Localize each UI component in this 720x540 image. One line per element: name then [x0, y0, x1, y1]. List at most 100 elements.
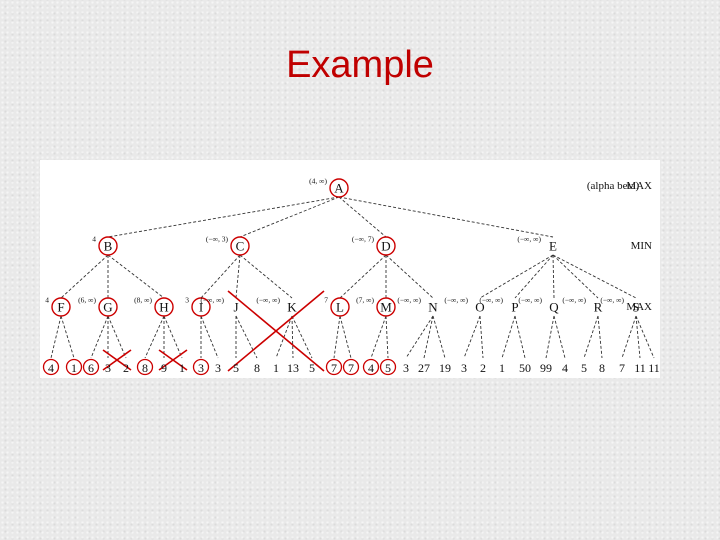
- leaf-27: 4: [562, 361, 568, 375]
- leaf-14-value: 5: [309, 361, 315, 375]
- node-o: O (−∞, ∞): [444, 296, 484, 315]
- edge-l-leaf-16: [339, 315, 352, 359]
- leaf-15-value: 7: [331, 361, 337, 375]
- node-f-bounds: 4: [45, 296, 49, 305]
- node-c-label: C: [236, 239, 245, 254]
- leaf-23-value: 2: [480, 361, 486, 375]
- edge-k-leaf-14: [291, 315, 313, 359]
- leaf-19-value: 3: [403, 361, 409, 375]
- leaf-21-value: 19: [439, 361, 451, 375]
- edge-a-b: [107, 196, 340, 238]
- edge-e-o: [479, 254, 554, 299]
- node-f-circle: [51, 297, 71, 317]
- node-g-circle: [98, 297, 118, 317]
- leaf-30: 7: [619, 361, 625, 375]
- leaf-2-circle: [82, 358, 100, 376]
- node-g-label: G: [103, 300, 112, 315]
- leaf-4-value: 2: [123, 361, 129, 375]
- edge-q-leaf-27: [553, 315, 566, 359]
- node-g: G (6, ∞): [78, 296, 118, 317]
- edge-r-leaf-29: [597, 315, 603, 359]
- leaf-10: 5: [233, 361, 239, 375]
- leaf-8-value: 3: [198, 361, 204, 375]
- leaf-12: 1: [273, 361, 279, 375]
- node-l: L7: [324, 296, 350, 317]
- edge-s-leaf-31: [635, 315, 641, 359]
- node-q-bounds: (−∞, ∞): [518, 296, 542, 305]
- leaf-1: 1: [65, 358, 83, 376]
- node-m: M(7, ∞): [356, 296, 396, 317]
- leaf-4: 2: [123, 361, 129, 375]
- edge-r-leaf-28: [583, 315, 599, 359]
- edge-f-leaf-1: [60, 315, 75, 359]
- leaf-9-value: 3: [215, 361, 221, 375]
- node-p-label: P: [511, 300, 518, 315]
- leaf-1-value: 1: [71, 361, 77, 375]
- leaf-13-value: 13: [287, 361, 299, 375]
- leaf-0-value: 4: [48, 361, 54, 375]
- edge-a-d: [338, 196, 387, 238]
- leaf-14: 5: [309, 361, 315, 375]
- leaf-29-value: 8: [599, 361, 605, 375]
- node-a-bounds: (4, ∞): [309, 177, 327, 186]
- edge-o-leaf-23: [479, 315, 484, 359]
- leaf-5-value: 8: [142, 361, 148, 375]
- leaf-28-value: 5: [581, 361, 587, 375]
- edge-n-leaf-21: [432, 315, 446, 359]
- leaf-29: 8: [599, 361, 605, 375]
- node-g-bounds: (6, ∞): [78, 296, 96, 305]
- node-k-label: K: [287, 300, 297, 315]
- leaf-15-circle: [325, 358, 343, 376]
- leaf-24: 1: [499, 361, 505, 375]
- leaf-21: 19: [439, 361, 451, 375]
- node-d-circle: [376, 236, 396, 256]
- leaf-22-value: 3: [461, 361, 467, 375]
- leaf-32-value: 11: [648, 361, 660, 375]
- prune-mark-h-stroke-2: [158, 349, 188, 371]
- node-m-circle: [376, 297, 396, 317]
- leaf-32: 11: [648, 361, 660, 375]
- leaf-17: 4: [362, 358, 380, 376]
- edge-s-leaf-30: [621, 315, 637, 359]
- leaf-15: 7: [325, 358, 343, 376]
- leaf-27-value: 4: [562, 361, 568, 375]
- node-s: S(−∞, ∞): [600, 296, 639, 315]
- edge-c-k: [239, 254, 293, 299]
- level-label-max: MAX: [626, 301, 652, 313]
- edge-q-leaf-26: [545, 315, 555, 359]
- node-q: Q (−∞, ∞): [518, 296, 559, 315]
- edge-j-leaf-11: [235, 315, 258, 359]
- node-q-label: Q: [549, 300, 559, 315]
- node-o-label: O: [475, 300, 484, 315]
- node-h-label: H: [159, 300, 168, 315]
- node-h-bounds: (8, ∞): [134, 296, 152, 305]
- node-r: R(−∞, ∞): [562, 296, 602, 315]
- node-h-circle: [154, 297, 174, 317]
- node-a-label: A: [334, 181, 344, 196]
- leaf-5-circle: [136, 358, 154, 376]
- node-c-circle: [230, 236, 250, 256]
- leaf-0-circle: [42, 358, 60, 376]
- edge-o-leaf-22: [463, 315, 481, 359]
- node-p: P(−∞, ∞): [479, 296, 518, 315]
- leaf-18-value: 5: [385, 361, 391, 375]
- edge-g-leaf-2: [90, 315, 109, 359]
- leaf-26-value: 99: [540, 361, 552, 375]
- edge-c-j: [235, 254, 241, 299]
- leaf-10-value: 5: [233, 361, 239, 375]
- node-r-label: R: [594, 300, 603, 315]
- node-b-circle: [98, 236, 118, 256]
- edge-f-leaf-0: [50, 315, 62, 359]
- node-e-label: E: [549, 239, 557, 254]
- edge-h-leaf-5: [144, 315, 165, 359]
- prune-mark-c: [227, 290, 325, 372]
- edge-s-leaf-32: [635, 315, 655, 359]
- edge-n-leaf-20: [423, 315, 434, 359]
- node-s-label: S: [632, 300, 639, 315]
- node-o-bounds: (−∞, ∞): [444, 296, 468, 305]
- node-f-label: F: [57, 300, 64, 315]
- node-i: I3: [185, 296, 211, 317]
- node-b-label: B: [104, 239, 113, 254]
- leaf-8: 3: [192, 358, 210, 376]
